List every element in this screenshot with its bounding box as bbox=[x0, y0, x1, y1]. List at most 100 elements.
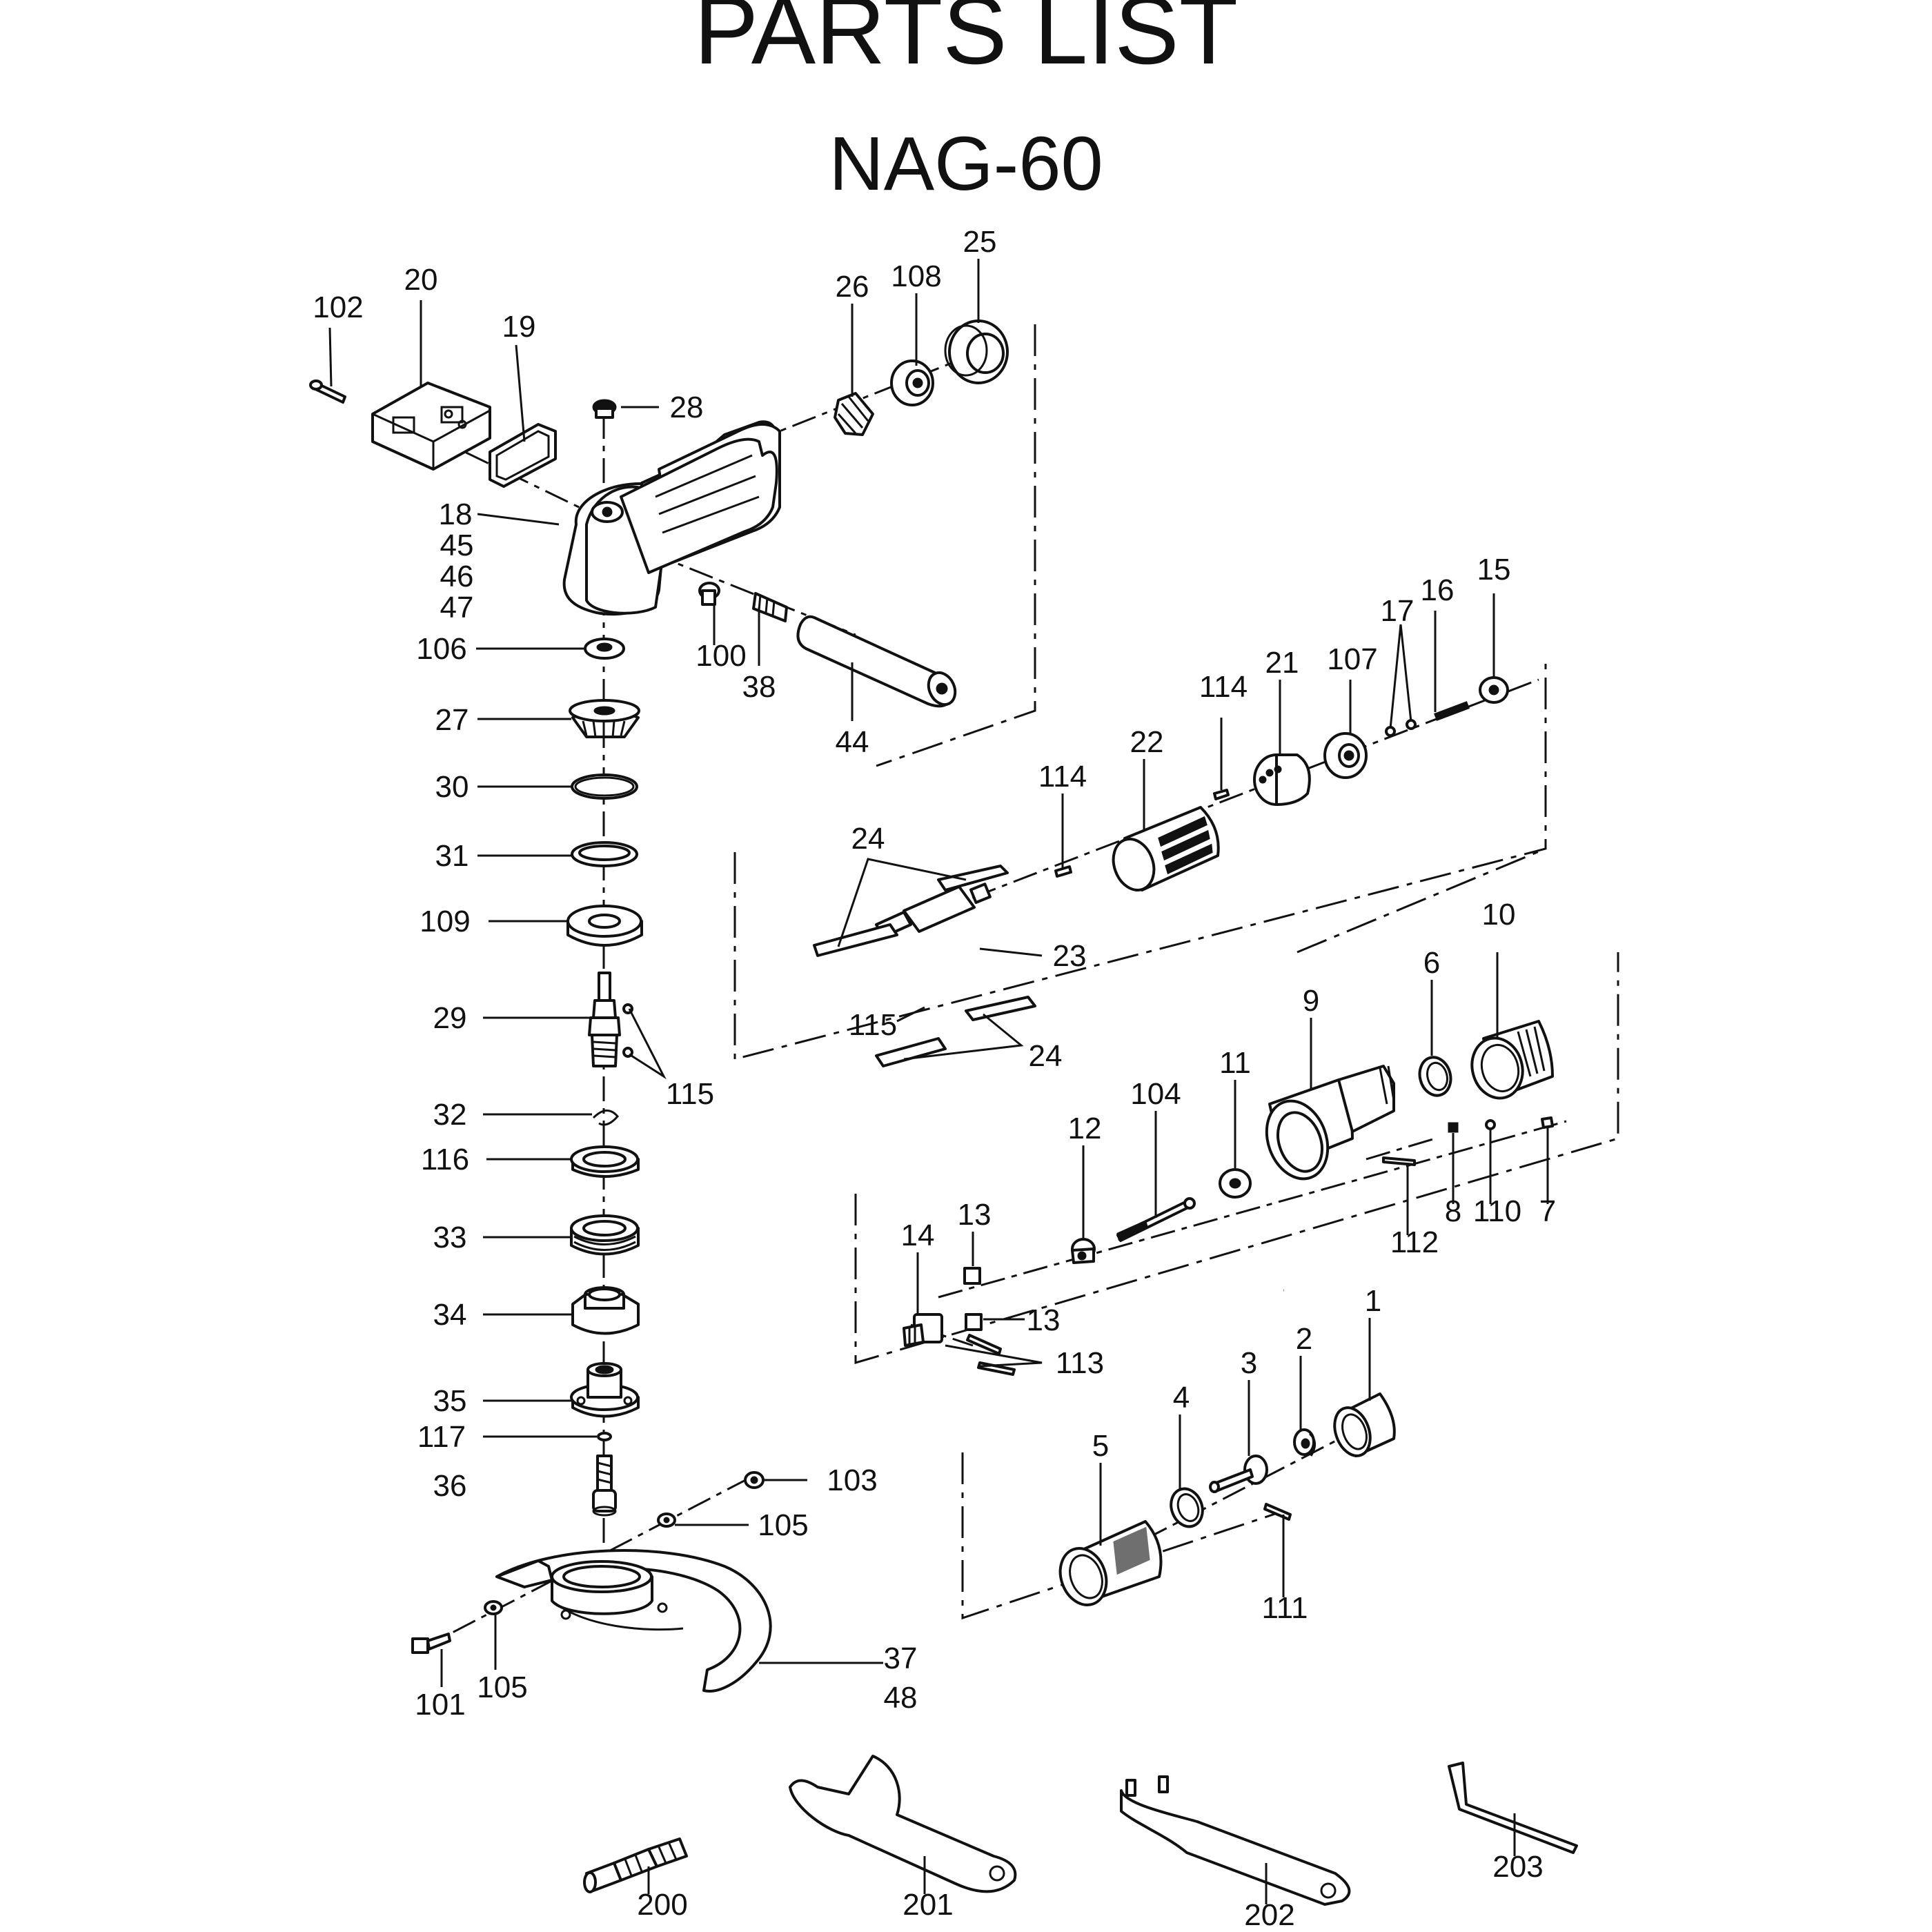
pin-113-part bbox=[966, 1334, 1016, 1376]
label-6: 6 bbox=[1423, 946, 1440, 980]
label-117: 117 bbox=[417, 1420, 466, 1454]
label-10: 10 bbox=[1482, 898, 1516, 931]
label-200: 200 bbox=[637, 1888, 687, 1922]
label-203: 203 bbox=[1492, 1850, 1543, 1884]
side-handle-part bbox=[796, 615, 957, 708]
leader-lines bbox=[328, 259, 1549, 1904]
label-111: 111 bbox=[1262, 1591, 1308, 1625]
plug-part bbox=[592, 399, 617, 419]
label-9: 9 bbox=[1303, 984, 1319, 1018]
label-106: 106 bbox=[416, 632, 466, 666]
part-labels: 102 20 19 28 26 108 25 18 45 46 47 106 1… bbox=[313, 225, 1556, 1932]
label-14: 14 bbox=[901, 1219, 935, 1252]
label-20: 20 bbox=[404, 263, 438, 297]
label-26: 26 bbox=[836, 270, 869, 304]
label-105a: 105 bbox=[758, 1508, 808, 1542]
label-34: 34 bbox=[433, 1298, 467, 1332]
nut-33-part bbox=[570, 1214, 640, 1256]
label-36: 36 bbox=[433, 1469, 467, 1503]
valve-pins-part bbox=[1382, 1116, 1554, 1166]
label-15: 15 bbox=[1477, 553, 1511, 586]
air-fitting-200-part bbox=[583, 1837, 688, 1893]
label-13a: 13 bbox=[958, 1198, 992, 1232]
nut-103-part bbox=[744, 1471, 765, 1489]
label-114a: 114 bbox=[1038, 760, 1087, 793]
bushing-11-part bbox=[1219, 1168, 1252, 1199]
label-102: 102 bbox=[313, 290, 363, 324]
label-24a: 24 bbox=[851, 822, 885, 856]
label-38: 38 bbox=[742, 670, 776, 704]
label-45: 45 bbox=[440, 529, 474, 562]
label-13b: 13 bbox=[1027, 1303, 1061, 1337]
cap-10-part bbox=[1470, 1020, 1554, 1100]
label-16: 16 bbox=[1421, 573, 1455, 607]
bearing-holder-part bbox=[944, 319, 1009, 384]
block-13-part bbox=[963, 1267, 983, 1331]
bearing-109-part bbox=[566, 905, 643, 947]
label-114b: 114 bbox=[1199, 670, 1248, 704]
label-1: 1 bbox=[1365, 1284, 1381, 1318]
label-46: 46 bbox=[440, 560, 474, 593]
flange-35-part bbox=[570, 1362, 640, 1418]
label-25: 25 bbox=[963, 225, 997, 259]
boundary-link-1 bbox=[1297, 847, 1546, 954]
fitting-part bbox=[752, 592, 788, 622]
side-plate-axis bbox=[386, 413, 601, 519]
label-35: 35 bbox=[433, 1384, 467, 1418]
bearing-part bbox=[890, 359, 934, 406]
label-2: 2 bbox=[1296, 1322, 1312, 1356]
pin-114-part bbox=[1054, 789, 1230, 878]
flange-34-part bbox=[571, 1286, 640, 1335]
screw-part bbox=[698, 582, 720, 606]
label-5: 5 bbox=[1092, 1429, 1109, 1463]
label-115b: 115 bbox=[849, 1008, 897, 1042]
bolt-36-part bbox=[592, 1455, 617, 1517]
label-4: 4 bbox=[1173, 1381, 1190, 1414]
label-19: 19 bbox=[502, 310, 536, 344]
label-33: 33 bbox=[433, 1221, 467, 1254]
hex-key-203-part bbox=[1448, 1762, 1578, 1854]
label-28: 28 bbox=[670, 391, 704, 424]
gasket-part bbox=[489, 423, 557, 488]
label-113: 113 bbox=[1056, 1346, 1104, 1380]
washer-15-part bbox=[1479, 676, 1509, 704]
model-title: NAG-60 bbox=[829, 121, 1103, 206]
end-plate-21-part bbox=[1253, 753, 1311, 806]
label-7: 7 bbox=[1539, 1194, 1556, 1228]
label-18: 18 bbox=[439, 497, 473, 531]
label-11: 11 bbox=[1219, 1046, 1251, 1080]
washer-105-part bbox=[657, 1512, 676, 1528]
label-8: 8 bbox=[1445, 1194, 1461, 1228]
group-boundary-head bbox=[876, 324, 1036, 767]
bearing-106-part bbox=[584, 638, 625, 660]
bevel-gear-part bbox=[834, 392, 874, 436]
cylinder-22-part bbox=[1112, 806, 1220, 891]
label-44: 44 bbox=[836, 725, 869, 759]
valve-body-9-part bbox=[1265, 1065, 1395, 1181]
label-47: 47 bbox=[440, 591, 474, 624]
washer-105b-part bbox=[484, 1600, 503, 1615]
label-12: 12 bbox=[1068, 1112, 1102, 1145]
bevel-gear-27-part bbox=[569, 699, 640, 738]
bearing-107-part bbox=[1323, 732, 1368, 779]
sleeve-1-part bbox=[1333, 1392, 1396, 1457]
group-boundary-valve bbox=[854, 952, 1619, 1365]
valve-2-part bbox=[1293, 1428, 1316, 1457]
label-105b: 105 bbox=[477, 1670, 527, 1704]
label-202: 202 bbox=[1244, 1898, 1294, 1932]
label-32: 32 bbox=[433, 1098, 467, 1132]
bolt-101-part bbox=[411, 1633, 451, 1654]
valve-axis bbox=[938, 1120, 1567, 1299]
pin-spanner-202-part bbox=[1120, 1775, 1351, 1906]
spindle-part bbox=[588, 972, 633, 1067]
label-23: 23 bbox=[1053, 939, 1087, 973]
group-boundary-throttle bbox=[961, 1452, 1284, 1620]
wheel-guard-part bbox=[495, 1549, 772, 1693]
label-29: 29 bbox=[433, 1001, 467, 1035]
label-3: 3 bbox=[1241, 1346, 1257, 1380]
label-48: 48 bbox=[884, 1681, 918, 1715]
label-103: 103 bbox=[827, 1463, 877, 1497]
label-115a: 115 bbox=[666, 1077, 714, 1111]
valve-12-part bbox=[1071, 1238, 1096, 1264]
label-100: 100 bbox=[696, 639, 746, 673]
